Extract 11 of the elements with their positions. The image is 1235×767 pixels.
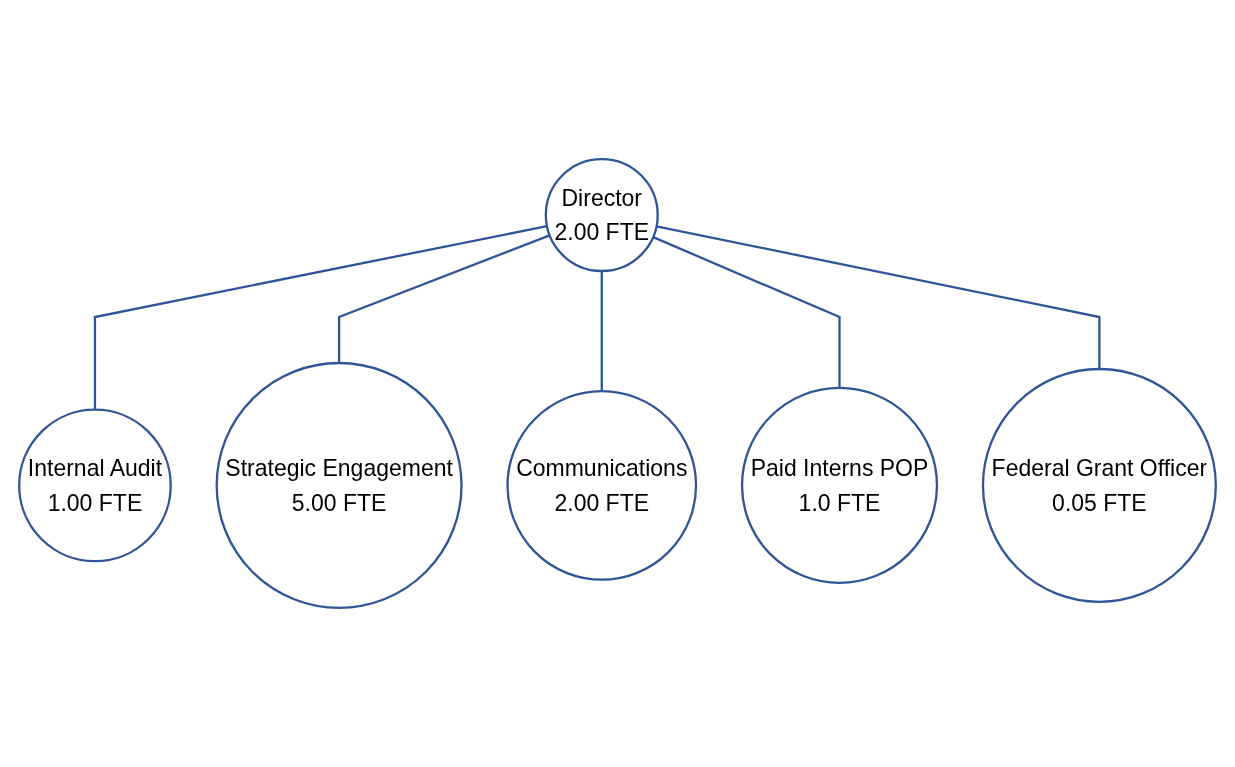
node-circle: Paid Interns POP 1.0 FTE <box>740 386 939 585</box>
node-circle: Internal Audit 1.00 FTE <box>18 408 172 563</box>
connector <box>652 236 841 388</box>
node-circle: Director 2.00 FTE <box>544 158 659 273</box>
connector <box>337 234 551 363</box>
node-circle: Strategic Engagement 5.00 FTE <box>215 361 463 609</box>
node-circle: Federal Grant Officer 0.05 FTE <box>981 367 1217 603</box>
connector <box>600 271 603 392</box>
connector <box>93 225 548 410</box>
node-circle: Communications 2.00 FTE <box>506 390 698 581</box>
connector <box>656 225 1101 369</box>
